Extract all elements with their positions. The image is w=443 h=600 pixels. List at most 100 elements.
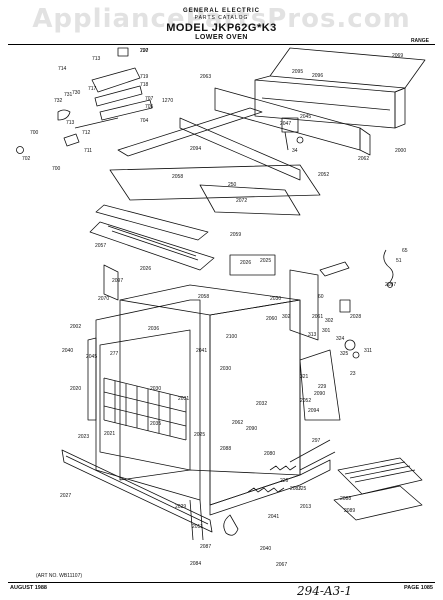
part-number-label: 321 [300, 374, 309, 380]
part-number-label: 60 [318, 294, 324, 300]
part-number-label: 713 [92, 56, 101, 62]
part-number-label: 2062 [358, 156, 369, 162]
part-number-label: 226 [280, 478, 289, 484]
part-number-label: 2030 [270, 296, 281, 302]
top-back-panel [254, 47, 426, 129]
brand-name: GENERAL ELECTRIC [183, 8, 260, 14]
broiler-pan [333, 457, 423, 521]
side-panels [87, 254, 341, 421]
door-springs [189, 465, 297, 541]
part-number-label: 2026 [140, 266, 151, 272]
part-number-label: 2062 [232, 420, 243, 426]
part-number-label: 2000 [395, 148, 406, 154]
part-number-label: 2029 [175, 504, 186, 510]
part-number-label: 325 [340, 351, 349, 357]
front-vent-trim [89, 204, 215, 271]
part-number-label: 732 [54, 98, 63, 104]
part-number-label: 229 [318, 384, 327, 390]
part-number-label: 1270 [162, 98, 173, 104]
part-number-label: 702 [22, 156, 31, 162]
part-number-label: 2097 [112, 278, 123, 284]
left-bracket-parts [16, 47, 153, 154]
terminal-block [281, 117, 304, 151]
part-number-label: 707 [145, 96, 154, 102]
part-number-labels: 7202069714713719718717707705206312702095… [22, 48, 408, 568]
part-number-label: 2088 [340, 496, 351, 502]
part-number-label: 2100 [226, 334, 237, 340]
part-number-label: 700 [30, 130, 39, 136]
part-number-label: 711 [84, 148, 92, 154]
part-number-label: 325 [298, 486, 307, 492]
part-number-label: 2094 [308, 408, 319, 414]
range-label: RANGE [410, 38, 429, 44]
part-number-label: 2070 [98, 296, 109, 302]
part-number-label: 51 [396, 258, 402, 264]
part-number-label: 2035 [150, 421, 161, 427]
part-number-label: 712 [82, 130, 91, 136]
part-number-label: 2087 [200, 544, 211, 550]
part-number-label: 277 [110, 351, 119, 357]
part-number-label: 302 [325, 318, 334, 324]
part-number-label: 730 [72, 90, 81, 96]
part-number-label: 2025 [260, 258, 271, 264]
art-number: (ART NO. WB11107) [36, 573, 83, 579]
part-number-label: 313 [308, 332, 317, 338]
part-number-label: 704 [140, 118, 149, 124]
part-number-label: 2002 [70, 324, 81, 330]
part-number-label: 2069 [392, 53, 403, 59]
part-number-label: 2057 [95, 243, 106, 249]
part-number-label: 2047 [280, 121, 291, 127]
part-number-label: 705 [145, 104, 154, 110]
part-number-label: 2080 [264, 451, 275, 457]
part-number-label: 2072 [236, 198, 247, 204]
part-number-label: 2089 [344, 508, 355, 514]
footer-date: AUGUST 1988 [10, 585, 47, 591]
part-number-label: 2011 [192, 524, 203, 530]
part-number-label: 2032 [256, 401, 267, 407]
part-number-label: 34 [292, 148, 298, 154]
part-number-label: 2063 [200, 74, 211, 80]
right-small-parts [223, 249, 394, 536]
part-number-label: 2030 [150, 386, 161, 392]
part-number-label: 302 [282, 314, 291, 320]
page-number: PAGE 1085 [404, 585, 433, 591]
handwritten-note: 294-A3-1 [297, 584, 352, 598]
part-number-label: 2052 [318, 172, 329, 178]
part-number-label: 2040 [62, 348, 73, 354]
part-number-label: 2040 [260, 546, 271, 552]
part-number-label: 2067 [276, 562, 287, 568]
watermark-text: AppliancePartsPros.com [32, 4, 411, 34]
part-number-label: 2095 [292, 69, 303, 75]
part-number-label: 297 [312, 438, 321, 444]
part-number-label: 2041 [268, 514, 279, 520]
part-number-label: 2090 [314, 391, 325, 397]
part-number-label: 2045 [86, 354, 97, 360]
catalog-header: GENERAL ELECTRIC PARTS CATALOG MODEL JKP… [0, 8, 443, 41]
bottom-assembly [209, 439, 336, 516]
part-number-label: 2041 [196, 348, 207, 354]
part-number-label: 2020 [70, 386, 81, 392]
part-number-label: 2058 [198, 294, 209, 300]
part-number-label: 2026 [240, 260, 251, 266]
part-number-label: 2030 [220, 366, 231, 372]
part-number-label: 713 [66, 120, 75, 126]
part-number-label: 65 [402, 248, 408, 254]
part-number-label: 2090 [246, 426, 257, 432]
part-number-label: 2088 [220, 446, 231, 452]
part-number-label: 2096 [312, 73, 323, 79]
part-number-label: 2028 [350, 314, 361, 320]
part-number-label: 301 [322, 328, 331, 334]
part-number-label: 2025 [194, 432, 205, 438]
part-number-label: 714 [58, 66, 67, 72]
part-number-label: 2059 [230, 232, 241, 238]
header-rule [8, 44, 435, 45]
part-number-label: 2061 [312, 314, 323, 320]
part-number-label: 2094 [190, 146, 201, 152]
part-number-label: 2021 [104, 431, 115, 437]
part-number-label: 250 [228, 182, 237, 188]
model-title: MODEL JKP62G*K3 [166, 22, 277, 34]
part-number-label: 2013 [300, 504, 311, 510]
part-number-label: 2052 [300, 398, 311, 404]
part-number-label: 2087 [290, 486, 301, 492]
part-number-label: 719 [140, 74, 149, 80]
